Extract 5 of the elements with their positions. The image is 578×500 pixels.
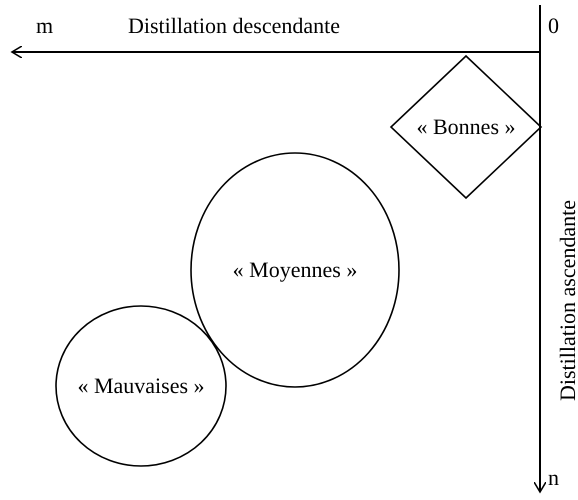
axis-origin-label: 0 [548,14,559,38]
axis-title: Distillation descendante [128,14,340,38]
axis-title: Distillation ascendante [556,200,578,401]
axis-end-label: n [548,466,559,490]
axis-end-label: m [36,14,54,38]
